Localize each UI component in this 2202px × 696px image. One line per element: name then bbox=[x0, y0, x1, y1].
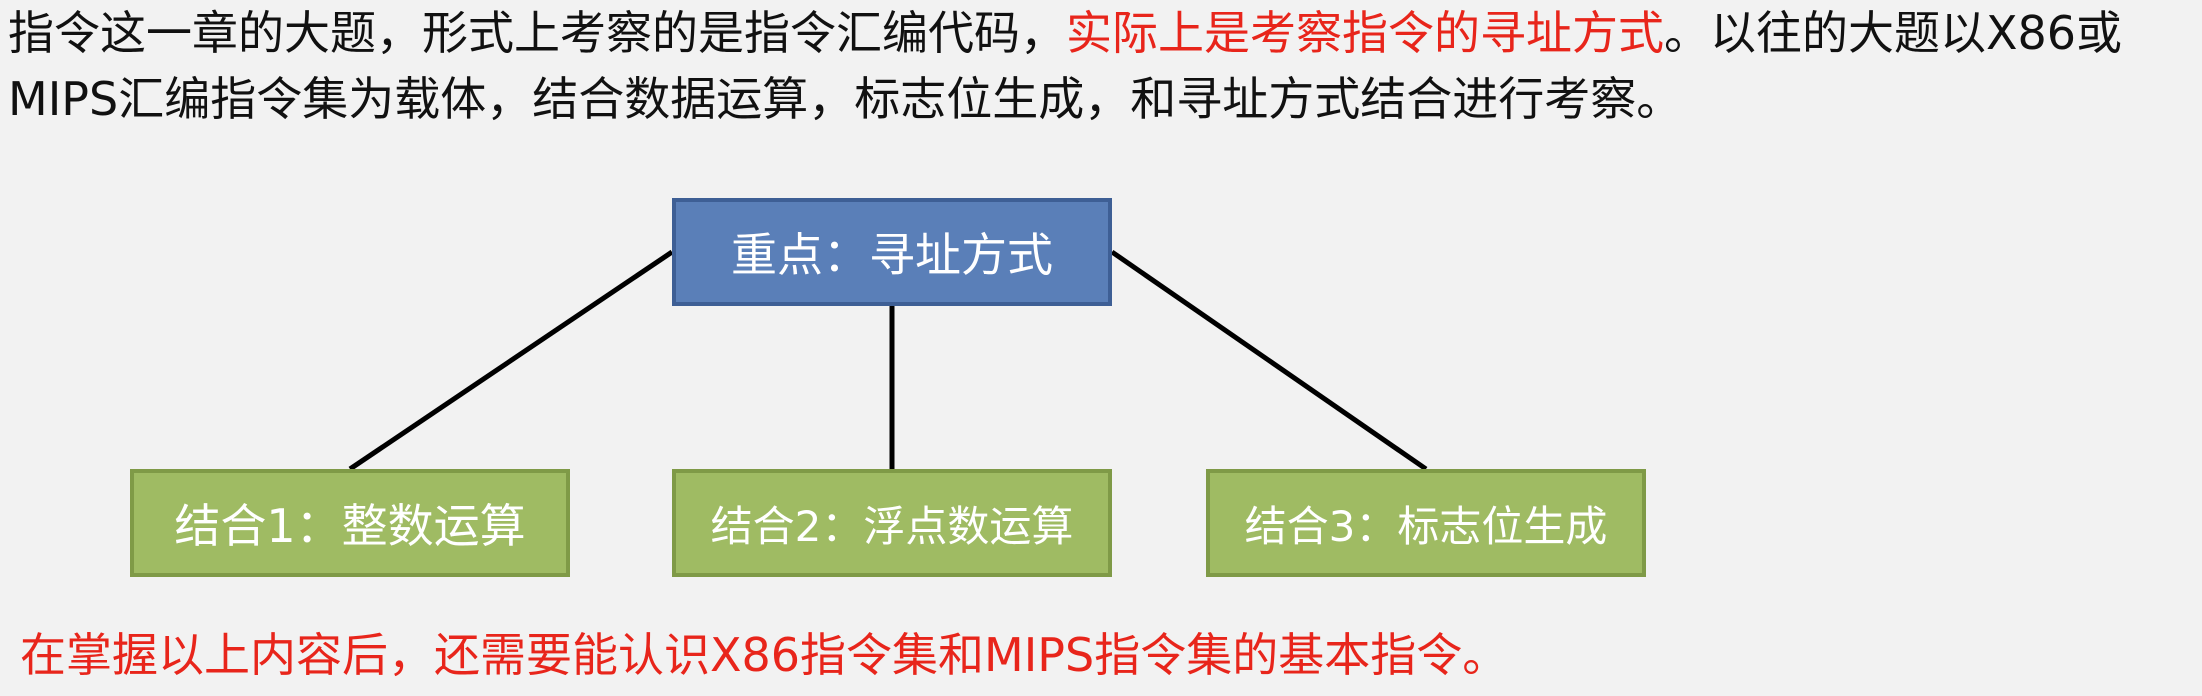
footnote: 在掌握以上内容后，还需要能认识X86指令集和MIPS指令集的基本指令。 bbox=[20, 628, 1509, 682]
diagram-child-node-2: 结合2：浮点数运算 bbox=[672, 469, 1112, 577]
connector-right bbox=[1110, 249, 1428, 472]
intro-text-2: 。以往的大题以X86或MIPS汇编指令集为载体，结合数据运算，标志位生成，和寻址… bbox=[8, 6, 2123, 126]
intro-paragraph: 指令这一章的大题，形式上考察的是指令汇编代码，实际上是考察指令的寻址方式。以往的… bbox=[8, 0, 2198, 132]
child-label-1: 结合1：整数运算 bbox=[174, 499, 526, 553]
root-label: 重点：寻址方式 bbox=[731, 228, 1053, 282]
diagram-root-node: 重点：寻址方式 bbox=[672, 198, 1112, 306]
connector-left bbox=[348, 249, 674, 472]
intro-highlight: 实际上是考察指令的寻址方式 bbox=[1066, 6, 1664, 60]
diagram-child-node-1: 结合1：整数运算 bbox=[130, 469, 570, 577]
child-label-2: 结合2：浮点数运算 bbox=[710, 501, 1074, 551]
diagram-child-node-3: 结合3：标志位生成 bbox=[1206, 469, 1646, 577]
intro-text-1: 指令这一章的大题，形式上考察的是指令汇编代码， bbox=[8, 6, 1066, 60]
child-label-3: 结合3：标志位生成 bbox=[1244, 501, 1608, 551]
